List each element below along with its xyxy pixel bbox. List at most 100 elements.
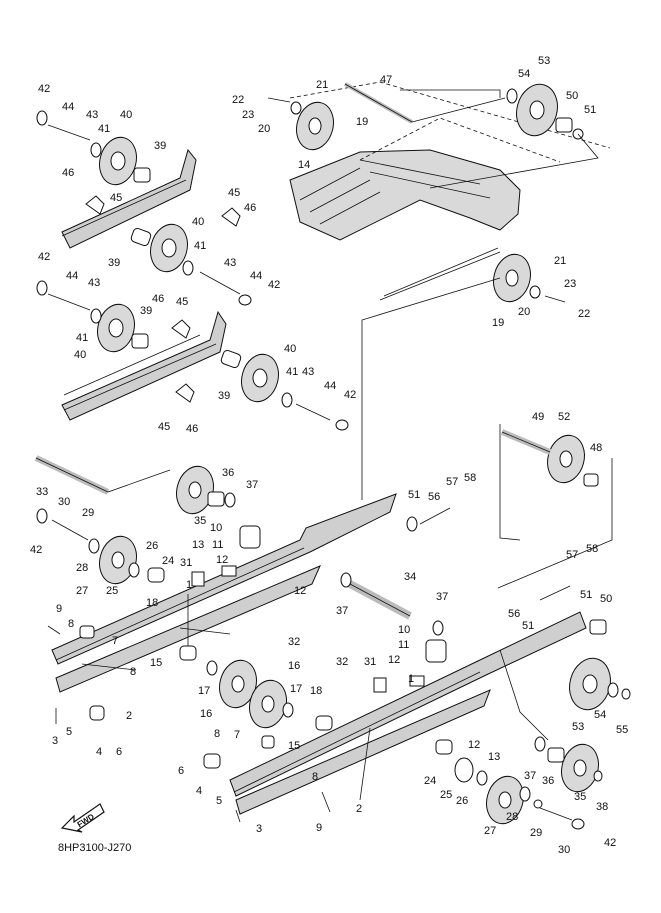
callout-10: 10 bbox=[210, 522, 222, 534]
callout-45: 45 bbox=[228, 187, 240, 199]
callout-38: 38 bbox=[596, 801, 608, 813]
callout-21: 21 bbox=[554, 255, 566, 267]
callout-41: 41 bbox=[76, 332, 88, 344]
callout-30: 30 bbox=[58, 496, 70, 508]
callout-6: 6 bbox=[178, 765, 184, 777]
callout-7: 7 bbox=[234, 729, 240, 741]
callout-51: 51 bbox=[584, 104, 596, 116]
callout-42: 42 bbox=[344, 389, 356, 401]
callout-14: 14 bbox=[298, 159, 310, 171]
callout-48: 48 bbox=[590, 442, 602, 454]
callout-54: 54 bbox=[594, 709, 606, 721]
callout-3: 3 bbox=[52, 735, 58, 747]
callout-51: 51 bbox=[522, 620, 534, 632]
callout-22: 22 bbox=[578, 308, 590, 320]
callout-28: 28 bbox=[506, 811, 518, 823]
callout-3: 3 bbox=[256, 823, 262, 835]
callout-46: 46 bbox=[244, 202, 256, 214]
upper-left-wheels bbox=[36, 110, 349, 431]
callout-27: 27 bbox=[76, 585, 88, 597]
callout-44: 44 bbox=[250, 270, 262, 282]
callout-34: 34 bbox=[404, 571, 416, 583]
callout-18: 18 bbox=[146, 597, 158, 609]
callout-35: 35 bbox=[574, 791, 586, 803]
callout-43: 43 bbox=[88, 277, 100, 289]
callout-1: 1 bbox=[186, 579, 192, 591]
callout-26: 26 bbox=[146, 540, 158, 552]
callout-39: 39 bbox=[108, 257, 120, 269]
callout-56: 56 bbox=[508, 608, 520, 620]
callout-23: 23 bbox=[564, 278, 576, 290]
callout-41: 41 bbox=[98, 123, 110, 135]
callout-19: 19 bbox=[356, 116, 368, 128]
callout-8: 8 bbox=[68, 618, 74, 630]
callout-46: 46 bbox=[152, 293, 164, 305]
callout-44: 44 bbox=[62, 101, 74, 113]
callout-26: 26 bbox=[456, 795, 468, 807]
lower-wheels bbox=[34, 429, 631, 830]
callout-12: 12 bbox=[216, 554, 228, 566]
callout-24: 24 bbox=[162, 555, 174, 567]
callout-labels: 42 44 43 40 41 39 46 45 45 46 40 41 39 4… bbox=[30, 55, 628, 856]
callout-4: 4 bbox=[196, 785, 202, 797]
callout-2: 2 bbox=[356, 803, 362, 815]
callout-58: 58 bbox=[464, 472, 476, 484]
callout-40: 40 bbox=[74, 349, 86, 361]
callout-8: 8 bbox=[214, 728, 220, 740]
callout-52: 52 bbox=[558, 411, 570, 423]
callout-12: 12 bbox=[468, 739, 480, 751]
callout-25: 25 bbox=[106, 585, 118, 597]
callout-2: 2 bbox=[126, 710, 132, 722]
upper-left-rail-assembly bbox=[61, 148, 227, 421]
callout-32: 32 bbox=[336, 656, 348, 668]
callout-50: 50 bbox=[600, 593, 612, 605]
track-assembly bbox=[289, 81, 611, 301]
callout-16: 16 bbox=[288, 660, 300, 672]
callout-12: 12 bbox=[294, 585, 306, 597]
callout-18: 18 bbox=[310, 685, 322, 697]
callout-56: 56 bbox=[428, 491, 440, 503]
callout-23: 23 bbox=[242, 109, 254, 121]
callout-20: 20 bbox=[518, 306, 530, 318]
callout-50: 50 bbox=[566, 90, 578, 102]
callout-33: 33 bbox=[36, 486, 48, 498]
callout-8: 8 bbox=[312, 771, 318, 783]
callout-37: 37 bbox=[524, 770, 536, 782]
callout-42: 42 bbox=[38, 83, 50, 95]
callout-49: 49 bbox=[532, 411, 544, 423]
callout-12: 12 bbox=[388, 654, 400, 666]
callout-4: 4 bbox=[96, 746, 102, 758]
callout-58: 58 bbox=[586, 543, 598, 555]
callout-9: 9 bbox=[316, 822, 322, 834]
callout-5: 5 bbox=[66, 726, 72, 738]
callout-42: 42 bbox=[30, 544, 42, 556]
callout-45: 45 bbox=[158, 421, 170, 433]
callout-15: 15 bbox=[288, 740, 300, 752]
callout-31: 31 bbox=[364, 656, 376, 668]
callout-40: 40 bbox=[284, 343, 296, 355]
callout-30: 30 bbox=[558, 844, 570, 856]
callout-19: 19 bbox=[492, 317, 504, 329]
callout-39: 39 bbox=[154, 140, 166, 152]
callout-42: 42 bbox=[604, 837, 616, 849]
callout-13: 13 bbox=[192, 539, 204, 551]
callout-32: 32 bbox=[288, 636, 300, 648]
callout-35: 35 bbox=[194, 515, 206, 527]
leader-lines bbox=[81, 89, 613, 741]
upper-right-idlers bbox=[267, 82, 584, 303]
callout-29: 29 bbox=[82, 507, 94, 519]
callout-37: 37 bbox=[436, 591, 448, 603]
callout-28: 28 bbox=[76, 562, 88, 574]
callout-15: 15 bbox=[150, 657, 162, 669]
callout-53: 53 bbox=[572, 721, 584, 733]
callout-41: 41 bbox=[194, 240, 206, 252]
callout-46: 46 bbox=[62, 167, 74, 179]
callout-57: 57 bbox=[446, 476, 458, 488]
callout-16: 16 bbox=[200, 708, 212, 720]
callout-22: 22 bbox=[232, 94, 244, 106]
callout-40: 40 bbox=[192, 216, 204, 228]
callout-44: 44 bbox=[66, 270, 78, 282]
callout-43: 43 bbox=[86, 109, 98, 121]
callout-51: 51 bbox=[408, 489, 420, 501]
callout-39: 39 bbox=[140, 305, 152, 317]
